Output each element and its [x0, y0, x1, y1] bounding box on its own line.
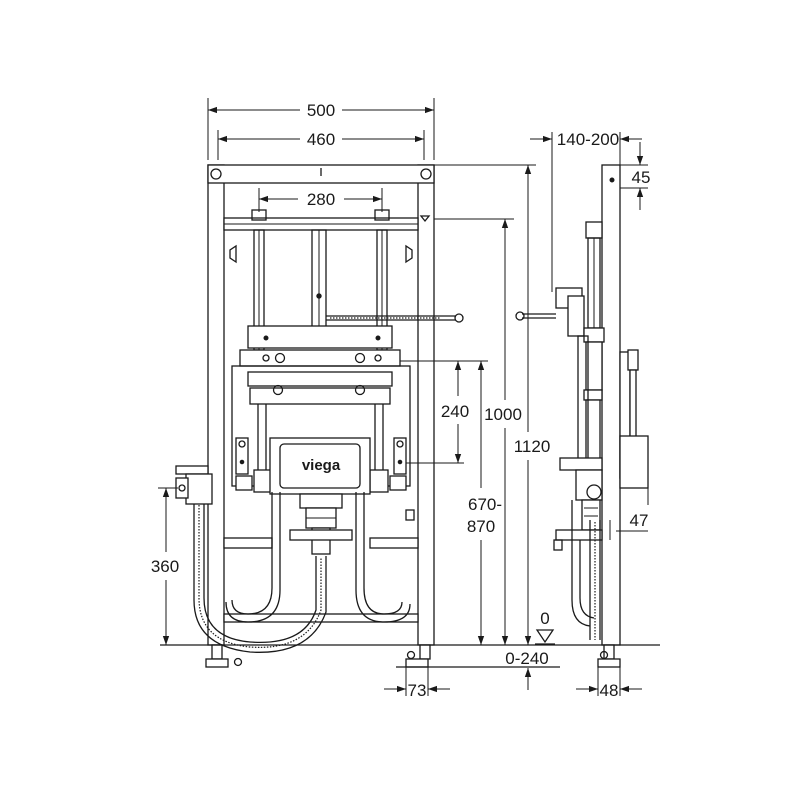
dim-inlet-spacing: 240 [441, 402, 469, 421]
front-feet [205, 644, 431, 668]
dim-frame-width: 460 [307, 130, 335, 149]
dim-drain-height: 360 [151, 557, 179, 576]
frame-uprights [207, 164, 435, 646]
dim-overall-width: 500 [307, 101, 335, 120]
dim-foot-adjust: 0-240 [505, 649, 548, 668]
dim-floor-zero: 0 [540, 609, 549, 628]
dim-top-offset: 45 [632, 168, 651, 187]
dim-height-total: 1000 [484, 405, 522, 424]
center-support [311, 229, 464, 329]
flex-hose [175, 465, 327, 653]
viega-panel: viega [269, 437, 371, 495]
dim-bolt-spacing: 280 [307, 190, 335, 209]
viega-logo: viega [302, 457, 341, 474]
dim-height-frame: 1120 [514, 437, 551, 456]
dim-foot-depth: 48 [600, 681, 619, 700]
water-pipes [225, 492, 411, 623]
dim-seat-height-2: 870 [467, 517, 495, 536]
front-view: viega [175, 164, 464, 668]
dim-depth-range: 140-200 [557, 130, 619, 149]
dim-foot-offset: 73 [408, 681, 427, 700]
side-view [515, 164, 649, 668]
upper-mount-plate [239, 325, 401, 367]
dim-seat-height-1: 670- [468, 495, 502, 514]
dim-panel-offset: 47 [630, 511, 649, 530]
floor-line [160, 629, 660, 668]
top-crossbar [223, 217, 419, 264]
dimensions: 500 460 280 1120 1000 670- 870 [151, 98, 651, 700]
drain-connector [289, 493, 353, 555]
